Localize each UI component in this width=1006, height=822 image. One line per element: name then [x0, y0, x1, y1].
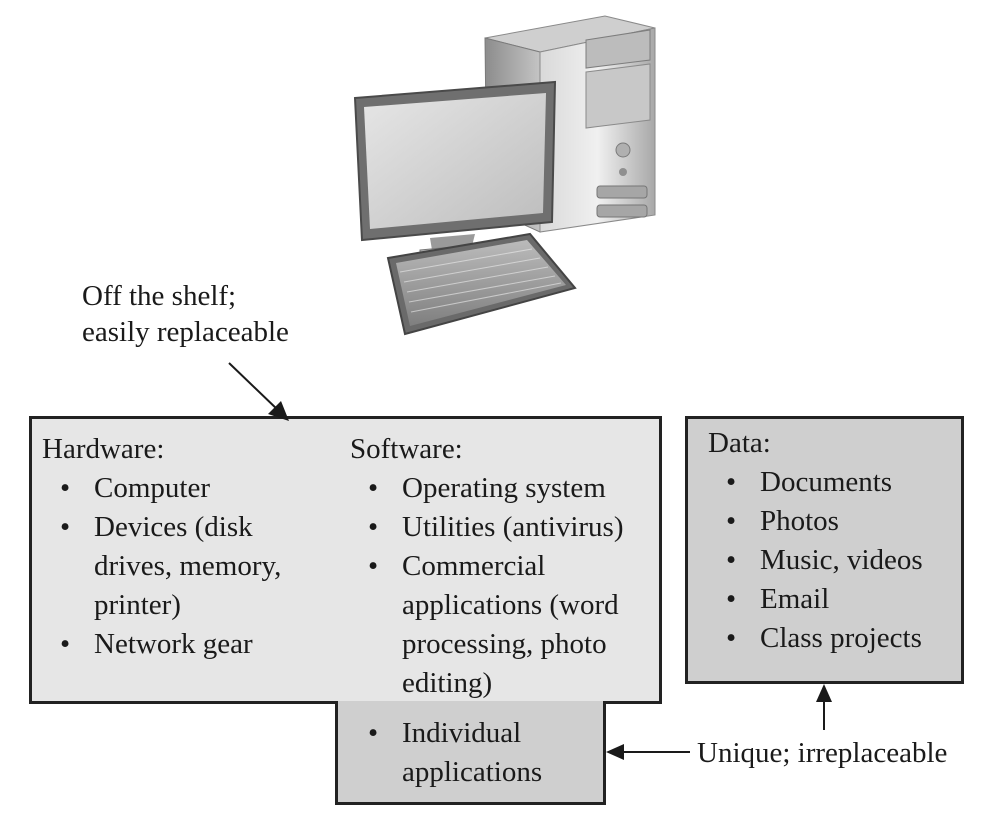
keyboard — [386, 232, 577, 336]
data-item: Documents — [708, 463, 923, 502]
hardware-heading: Hardware: — [42, 433, 165, 465]
top-note-line2: easily replaceable — [82, 316, 289, 348]
data-column: Data: Documents Photos Music, videos Ema… — [708, 424, 923, 658]
data-heading: Data: — [708, 427, 771, 459]
arrow-to-hardware-software — [228, 362, 289, 421]
hardware-column: Hardware: Computer Devices (diskdrives, … — [42, 430, 281, 664]
arrow-to-individual — [606, 744, 690, 760]
hardware-item: Network gear — [42, 625, 281, 664]
data-item: Music, videos — [708, 541, 923, 580]
data-list: Documents Photos Music, videos Email Cla… — [708, 463, 923, 658]
software-item: Utilities (antivirus) — [350, 508, 624, 547]
software-heading: Software: — [350, 433, 463, 465]
arrow-to-data — [816, 684, 832, 730]
hardware-item: Computer — [42, 469, 281, 508]
data-item: Photos — [708, 502, 923, 541]
software-item: Operating system — [350, 469, 624, 508]
software-column: Software: Operating system Utilities (an… — [350, 430, 624, 703]
data-item: Email — [708, 580, 923, 619]
top-note-line1: Off the shelf; — [82, 280, 237, 312]
bottom-note: Unique; irreplaceable — [697, 737, 948, 769]
data-item: Class projects — [708, 619, 923, 658]
monitor — [353, 80, 557, 259]
software-list: Operating system Utilities (antivirus) C… — [350, 469, 624, 703]
